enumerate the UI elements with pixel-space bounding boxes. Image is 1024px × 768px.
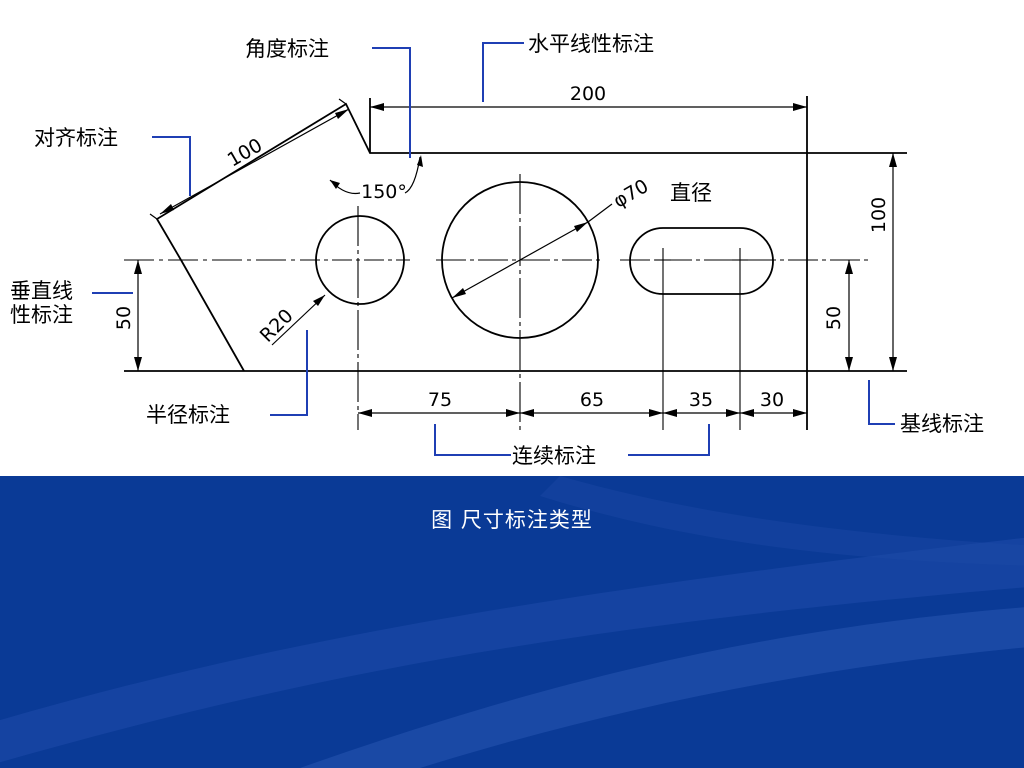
arrow-50-left-top xyxy=(134,260,142,274)
arrow-radius xyxy=(313,295,325,306)
dim-200-text: 200 xyxy=(570,83,606,105)
leader-radius xyxy=(270,330,308,416)
dim-line-aligned xyxy=(159,108,350,215)
swoosh-band-2 xyxy=(300,607,1024,768)
arrow-chain-30-right xyxy=(793,409,807,417)
arrow-chain-35-right xyxy=(726,409,740,417)
slot xyxy=(629,227,774,295)
arrow-100-bottom xyxy=(889,357,897,371)
dim-diameter-text: φ70 xyxy=(610,175,653,212)
label-horizontal: 水平线性标注 xyxy=(528,32,654,56)
dim-radius-text: R20 xyxy=(256,305,298,347)
arrow-50-right-bottom xyxy=(845,357,853,371)
diameter-line xyxy=(451,221,589,299)
part-outline xyxy=(124,96,907,430)
diameter-dimension: φ70 直径 xyxy=(451,175,712,299)
vertical-dimension-50-right: 50 xyxy=(823,260,853,371)
leader-baseline xyxy=(868,380,895,425)
dim-50-left-text: 50 xyxy=(113,306,135,330)
arrow-chain-75-right xyxy=(506,409,520,417)
leader-continued-left xyxy=(434,424,511,456)
label-vertical-line1: 垂直线 xyxy=(10,279,73,303)
dim-100-vertical-text: 100 xyxy=(868,197,890,233)
leader-angular xyxy=(372,47,411,158)
dimension-drawing: 200 100 150° xyxy=(10,32,984,468)
horizontal-dimension-200: 200 xyxy=(370,83,807,111)
arrow-chain-65-right xyxy=(649,409,663,417)
arrow-200-right xyxy=(793,103,807,111)
leader-horizontal xyxy=(482,42,524,102)
arrow-angle-right xyxy=(417,155,423,167)
arrow-chain-30-left xyxy=(740,409,754,417)
callout-labels: 角度标注 水平线性标注 对齐标注 垂直线 性标注 半径标注 连续标注 基线标注 xyxy=(10,32,984,468)
aligned-ext-low xyxy=(149,213,158,220)
footer-swoosh xyxy=(0,476,1024,768)
arrow-chain-35-left xyxy=(663,409,677,417)
arrow-50-left-bottom xyxy=(134,357,142,371)
label-angular: 角度标注 xyxy=(245,37,329,61)
vertical-dimension-100: 100 xyxy=(868,153,897,371)
aligned-ext-high xyxy=(338,98,347,105)
arrow-aligned-high xyxy=(335,109,349,119)
chain-dimensions: 75 65 35 30 xyxy=(358,389,807,417)
dim-chain-75-text: 75 xyxy=(428,389,452,411)
label-vertical-line2: 性标注 xyxy=(10,303,73,327)
diameter-leader xyxy=(587,203,613,223)
angle-arc-right xyxy=(404,156,421,194)
dim-chain-35-text: 35 xyxy=(689,389,713,411)
dim-50-right-text: 50 xyxy=(823,306,845,330)
drawing-svg: 200 100 150° xyxy=(10,32,984,468)
swoosh-band-3 xyxy=(540,476,1024,566)
callout-leaders xyxy=(92,42,895,456)
leader-continued-right xyxy=(628,424,710,456)
angular-dimension: 150° xyxy=(329,155,423,203)
center-lines xyxy=(124,174,870,430)
arrow-50-right-top xyxy=(845,260,853,274)
label-continued: 连续标注 xyxy=(512,444,596,468)
vertical-dimension-50-left: 50 xyxy=(113,260,142,371)
leader-aligned xyxy=(152,136,191,196)
arrow-chain-65-left xyxy=(520,409,534,417)
radius-dimension: R20 xyxy=(256,294,326,347)
swoosh-band-1 xyxy=(0,537,1024,763)
dim-chain-65-text: 65 xyxy=(580,389,604,411)
label-aligned: 对齐标注 xyxy=(34,126,118,150)
arrow-aligned-low xyxy=(160,204,174,214)
arrow-chain-75-left xyxy=(358,409,372,417)
slide-footer-band xyxy=(0,476,1024,768)
arrow-diameter-high xyxy=(574,222,588,232)
arrow-100-top xyxy=(889,153,897,167)
outline-left-edges xyxy=(155,102,907,372)
arrow-angle-left xyxy=(330,180,340,189)
arrow-200-left xyxy=(370,103,384,111)
aligned-dimension-100: 100 xyxy=(149,98,350,220)
figure-caption: 图 尺寸标注类型 xyxy=(431,508,593,532)
dim-angle-text: 150° xyxy=(361,181,407,203)
label-baseline: 基线标注 xyxy=(900,412,984,436)
label-radius: 半径标注 xyxy=(146,403,230,427)
dim-chain-30-text: 30 xyxy=(760,389,784,411)
label-diameter: 直径 xyxy=(670,181,712,205)
arrow-diameter-low xyxy=(452,288,466,298)
